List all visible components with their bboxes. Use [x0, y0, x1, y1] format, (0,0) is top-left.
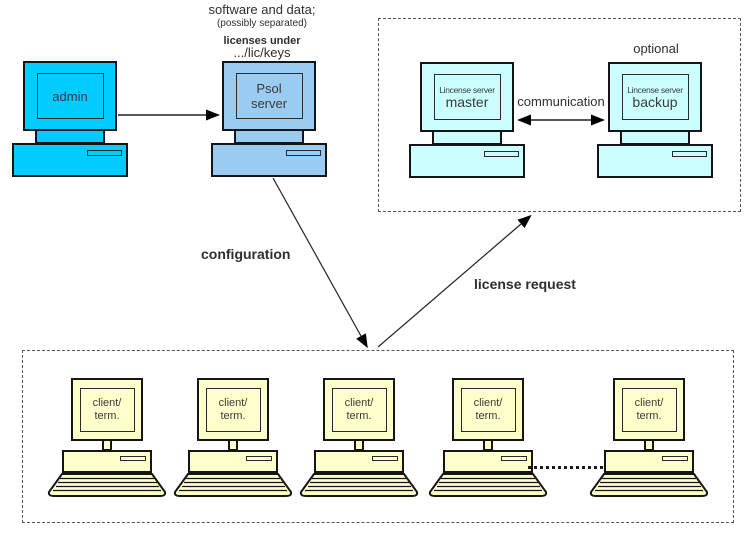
client-4-label-line1: client/	[473, 396, 503, 409]
client-terminal-2: client/ term.	[173, 378, 293, 500]
client-1-label-line2: term.	[94, 409, 120, 422]
license-server-backup-label-line2: backup	[632, 93, 678, 110]
client-2-disk-slot	[246, 456, 272, 461]
software-note-line1: software and data;	[208, 2, 316, 17]
psol-server-base-unit	[211, 143, 327, 177]
client-terminal-4: client/ term.	[428, 378, 548, 500]
client-terminal-5: client/ term.	[589, 378, 709, 500]
clients-continuation-dots	[528, 466, 603, 469]
client-3-label-line2: term.	[346, 409, 372, 422]
client-5-base-unit	[604, 450, 694, 473]
license-server-backup-screen: Lincense server backup	[621, 74, 689, 120]
client-terminal-3: client/ term.	[299, 378, 419, 500]
optional-label: optional	[633, 41, 679, 56]
client-4-screen: client/ term.	[460, 387, 516, 432]
licenses-note-line2: .../lic/keys	[233, 45, 291, 60]
client-1-base-unit	[62, 450, 152, 473]
license-server-backup-disk-slot	[672, 151, 707, 157]
admin-monitor: admin	[23, 61, 117, 131]
license-server-master-base-unit	[409, 144, 525, 178]
client-3-base-unit	[314, 450, 404, 473]
client-2-monitor: client/ term.	[197, 378, 269, 441]
license-server-backup-label-line1: Lincense server	[627, 84, 683, 95]
client-3-keyboard	[299, 473, 419, 497]
license-server-backup-base-unit	[597, 144, 713, 178]
licenses-note-line1: licenses under	[223, 35, 301, 47]
license-servers-group-box	[378, 18, 741, 212]
client-3-disk-slot	[372, 456, 398, 461]
license-server-master-label-line1: Lincense server	[439, 84, 495, 95]
admin-label: admin	[52, 88, 88, 104]
psol-server-label-line2: server	[250, 96, 288, 111]
client-2-label-line1: client/	[218, 396, 248, 409]
license-server-master-label-line2: master	[445, 93, 489, 110]
admin-disk-slot	[87, 150, 122, 156]
license-server-backup-computer: Lincense server backup	[595, 62, 715, 180]
client-4-disk-slot	[501, 456, 527, 461]
client-5-label-line2: term.	[636, 409, 662, 422]
communication-label: communication	[517, 94, 605, 109]
client-5-disk-slot	[662, 456, 688, 461]
client-3-monitor: client/ term.	[323, 378, 395, 441]
client-1-keyboard	[47, 473, 167, 497]
license-server-backup-monitor: Lincense server backup	[608, 62, 702, 132]
client-1-screen: client/ term.	[79, 387, 135, 432]
admin-screen: admin	[36, 73, 104, 119]
license-server-master-disk-slot	[484, 151, 519, 157]
software-note-line2: (possibly separated)	[216, 18, 308, 29]
psol-server-label-line1: Psol	[256, 81, 282, 96]
client-5-monitor: client/ term.	[613, 378, 685, 441]
client-3-label-line1: client/	[344, 396, 374, 409]
client-4-base-unit	[443, 450, 533, 473]
client-2-screen: client/ term.	[205, 387, 261, 432]
configuration-label: configuration	[201, 246, 291, 262]
license-server-master-screen: Lincense server master	[433, 74, 501, 120]
client-5-keyboard	[589, 473, 709, 497]
psol-server-disk-slot	[286, 150, 321, 156]
license-server-master-monitor: Lincense server master	[420, 62, 514, 132]
license-server-master-computer: Lincense server master	[407, 62, 527, 180]
psol-server-computer: Psol server	[209, 61, 329, 179]
client-3-screen: client/ term.	[331, 387, 387, 432]
admin-computer: admin	[10, 61, 130, 179]
clients-group-box	[22, 350, 734, 523]
psol-server-screen: Psol server	[235, 73, 303, 119]
client-5-screen: client/ term.	[621, 387, 677, 432]
client-2-keyboard	[173, 473, 293, 497]
client-2-label-line2: term.	[220, 409, 246, 422]
client-terminal-1: client/ term.	[47, 378, 167, 500]
admin-base-unit	[12, 143, 128, 177]
client-1-label-line1: client/	[92, 396, 122, 409]
client-4-monitor: client/ term.	[452, 378, 524, 441]
client-2-base-unit	[188, 450, 278, 473]
psol-server-monitor: Psol server	[222, 61, 316, 131]
license-request-label: license request	[474, 276, 576, 292]
client-1-monitor: client/ term.	[71, 378, 143, 441]
client-4-keyboard	[428, 473, 548, 497]
client-1-disk-slot	[120, 456, 146, 461]
client-4-label-line2: term.	[475, 409, 501, 422]
client-5-label-line1: client/	[634, 396, 664, 409]
